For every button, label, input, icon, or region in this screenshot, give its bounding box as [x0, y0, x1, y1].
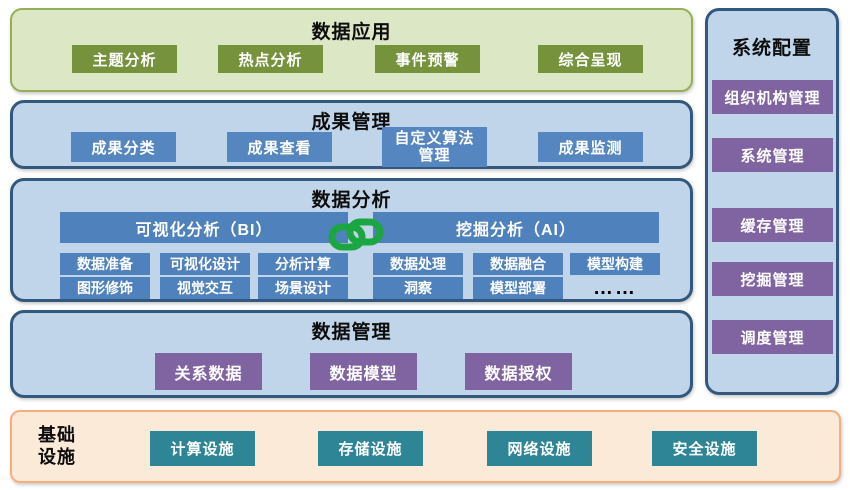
block-graphic-decoration: 图形修饰 — [60, 277, 150, 299]
block-result-view: 成果查看 — [227, 132, 332, 162]
bar-bi-visual-analysis: 可视化分析（BI） — [60, 212, 348, 243]
layer-data-application: 数据应用 主题分析 热点分析 事件预警 综合呈现 — [10, 8, 693, 92]
block-event-warning: 事件预警 — [375, 45, 480, 73]
block-topic-analysis: 主题分析 — [72, 45, 177, 73]
block-computing-facility: 计算设施 — [150, 431, 255, 466]
block-system-management: 系统管理 — [712, 138, 833, 172]
layer-title-data-application: 数据应用 — [311, 22, 392, 43]
block-data-authorization: 数据授权 — [465, 353, 572, 390]
block-org-management: 组织机构管理 — [712, 80, 833, 114]
layer-title-results-management: 成果管理 — [311, 112, 392, 133]
block-model-deployment: 模型部署 — [473, 277, 563, 299]
block-security-facility: 安全设施 — [652, 431, 757, 466]
block-cache-management: 缓存管理 — [712, 208, 833, 242]
block-network-facility: 网络设施 — [487, 431, 592, 466]
bar-ai-mining-analysis: 挖掘分析（AI） — [373, 212, 659, 243]
ellipsis-text: …… — [593, 277, 637, 299]
block-hotspot-analysis: 热点分析 — [218, 45, 323, 73]
block-schedule-management: 调度管理 — [712, 320, 833, 354]
block-visualization-design: 可视化设计 — [160, 253, 250, 275]
layer-title-data-management: 数据管理 — [311, 322, 392, 343]
block-mining-management: 挖掘管理 — [712, 262, 833, 296]
block-visual-interaction: 视觉交互 — [160, 277, 250, 299]
chain-link-icon — [327, 214, 384, 255]
layer-title-data-analysis: 数据分析 — [311, 190, 392, 211]
block-data-preparation: 数据准备 — [60, 253, 150, 275]
layer-results-management: 成果管理 成果分类 成果查看 自定义算法 管理 成果监测 — [10, 100, 693, 169]
layer-title-infrastructure: 基础 设施 — [38, 425, 76, 467]
layer-data-analysis: 数据分析 可视化分析（BI） 挖掘分析（AI） 数据准备 可视化设计 分析计算 … — [10, 178, 693, 302]
block-data-processing: 数据处理 — [373, 253, 463, 275]
block-result-monitoring: 成果监测 — [538, 132, 643, 162]
block-custom-algorithm-management: 自定义算法 管理 — [382, 127, 487, 167]
block-scene-design: 场景设计 — [258, 277, 348, 299]
sidebar-system-config: 系统配置 组织机构管理 系统管理 缓存管理 挖掘管理 调度管理 — [705, 8, 839, 395]
block-storage-facility: 存储设施 — [318, 431, 423, 466]
block-relational-data: 关系数据 — [155, 353, 262, 390]
layer-data-management: 数据管理 关系数据 数据模型 数据授权 — [10, 310, 693, 398]
block-result-classification: 成果分类 — [71, 132, 176, 162]
block-analysis-computation: 分析计算 — [258, 253, 348, 275]
block-model-building: 模型构建 — [570, 253, 660, 275]
block-comprehensive-presentation: 综合呈现 — [538, 45, 643, 73]
sidebar-title-system-config: 系统配置 — [731, 38, 812, 59]
layer-infrastructure: 基础 设施 计算设施 存储设施 网络设施 安全设施 — [10, 410, 841, 483]
block-insight: 洞察 — [373, 277, 463, 299]
block-data-fusion: 数据融合 — [473, 253, 563, 275]
block-data-model: 数据模型 — [310, 353, 417, 390]
